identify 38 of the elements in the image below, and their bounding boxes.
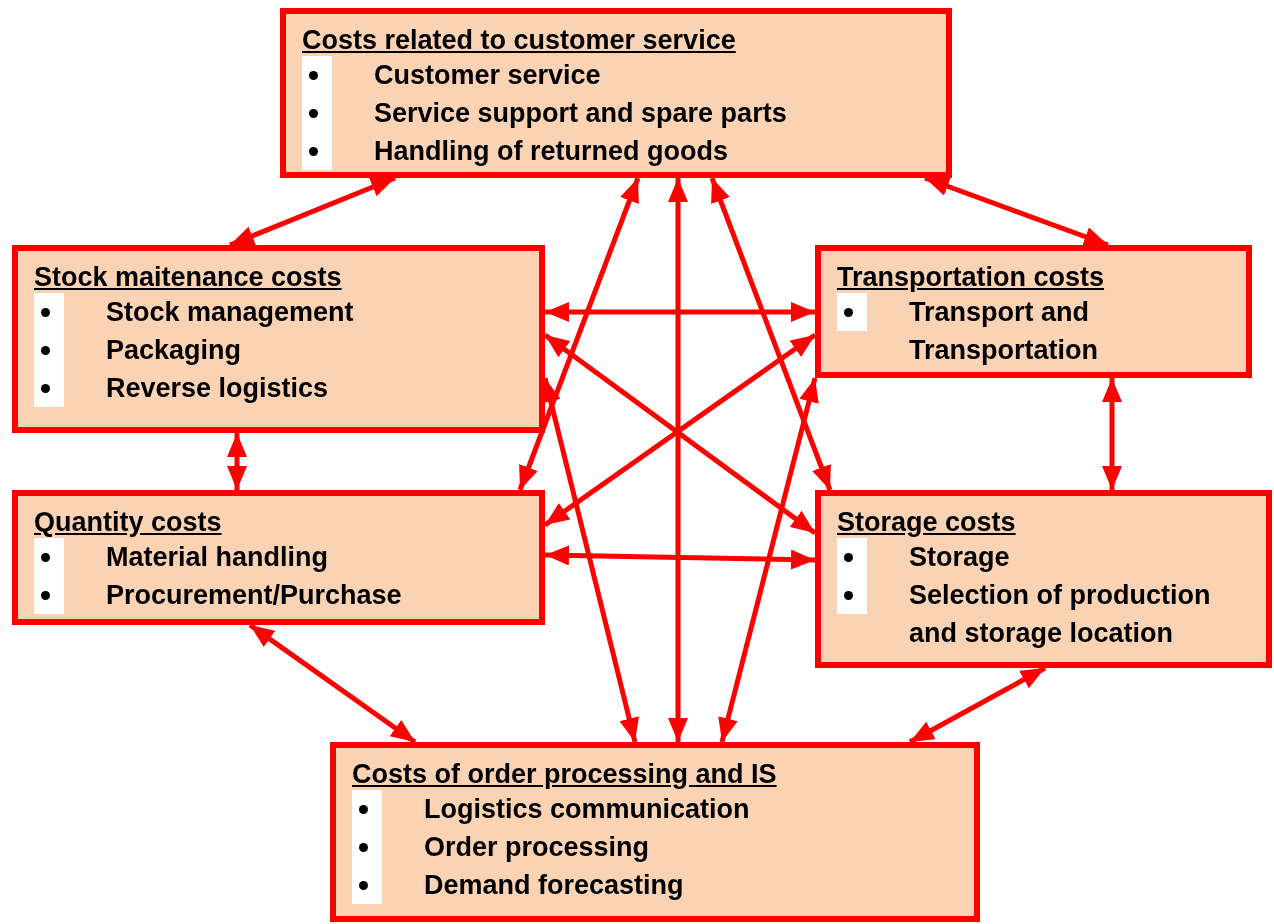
- box-heading: Storage costs: [837, 506, 1016, 538]
- cost-category-box: [815, 245, 1252, 378]
- double-arrow: [545, 302, 815, 322]
- double-arrow: [908, 665, 1047, 745]
- list-item: Storage: [909, 541, 1010, 574]
- list-item: Selection of production and storage location: [909, 579, 1212, 650]
- double-arrow: [544, 545, 816, 570]
- double-arrow: [718, 377, 819, 743]
- box-heading: Stock maitenance costs: [34, 261, 342, 293]
- list-item: Logistics communication: [424, 793, 750, 826]
- box-heading: Costs related to customer service: [302, 24, 736, 56]
- double-arrow: [924, 175, 1109, 248]
- box-heading: Costs of order processing and IS: [352, 758, 777, 790]
- list-item: Handling of returned goods: [374, 135, 728, 168]
- cost-category-box: [330, 742, 980, 922]
- list-item: Stock management: [106, 296, 354, 329]
- double-arrow: [229, 175, 396, 248]
- list-item: Demand forecasting: [424, 869, 684, 902]
- list-item: Reverse logistics: [106, 372, 329, 405]
- cost-category-box: [815, 490, 1272, 668]
- cost-category-box: [280, 8, 952, 178]
- list-item: Transport and Transportation: [909, 296, 1099, 367]
- list-item: Material handling: [106, 541, 329, 574]
- double-arrow: [227, 433, 247, 490]
- list-item: Service support and spare parts: [374, 97, 787, 130]
- box-heading: Quantity costs: [34, 506, 222, 538]
- double-arrow: [517, 177, 641, 491]
- double-arrow: [709, 177, 833, 491]
- double-arrow: [668, 178, 688, 742]
- list-item: Packaging: [106, 334, 242, 367]
- double-arrow: [1102, 378, 1122, 490]
- list-item: Customer service: [374, 59, 601, 92]
- list-item: Order processing: [424, 831, 650, 864]
- cost-category-box: [12, 245, 545, 433]
- list-item: Procurement/Purchase: [106, 579, 402, 612]
- cost-category-box: [12, 490, 545, 625]
- double-arrow: [248, 622, 417, 745]
- box-heading: Transportation costs: [837, 261, 1105, 293]
